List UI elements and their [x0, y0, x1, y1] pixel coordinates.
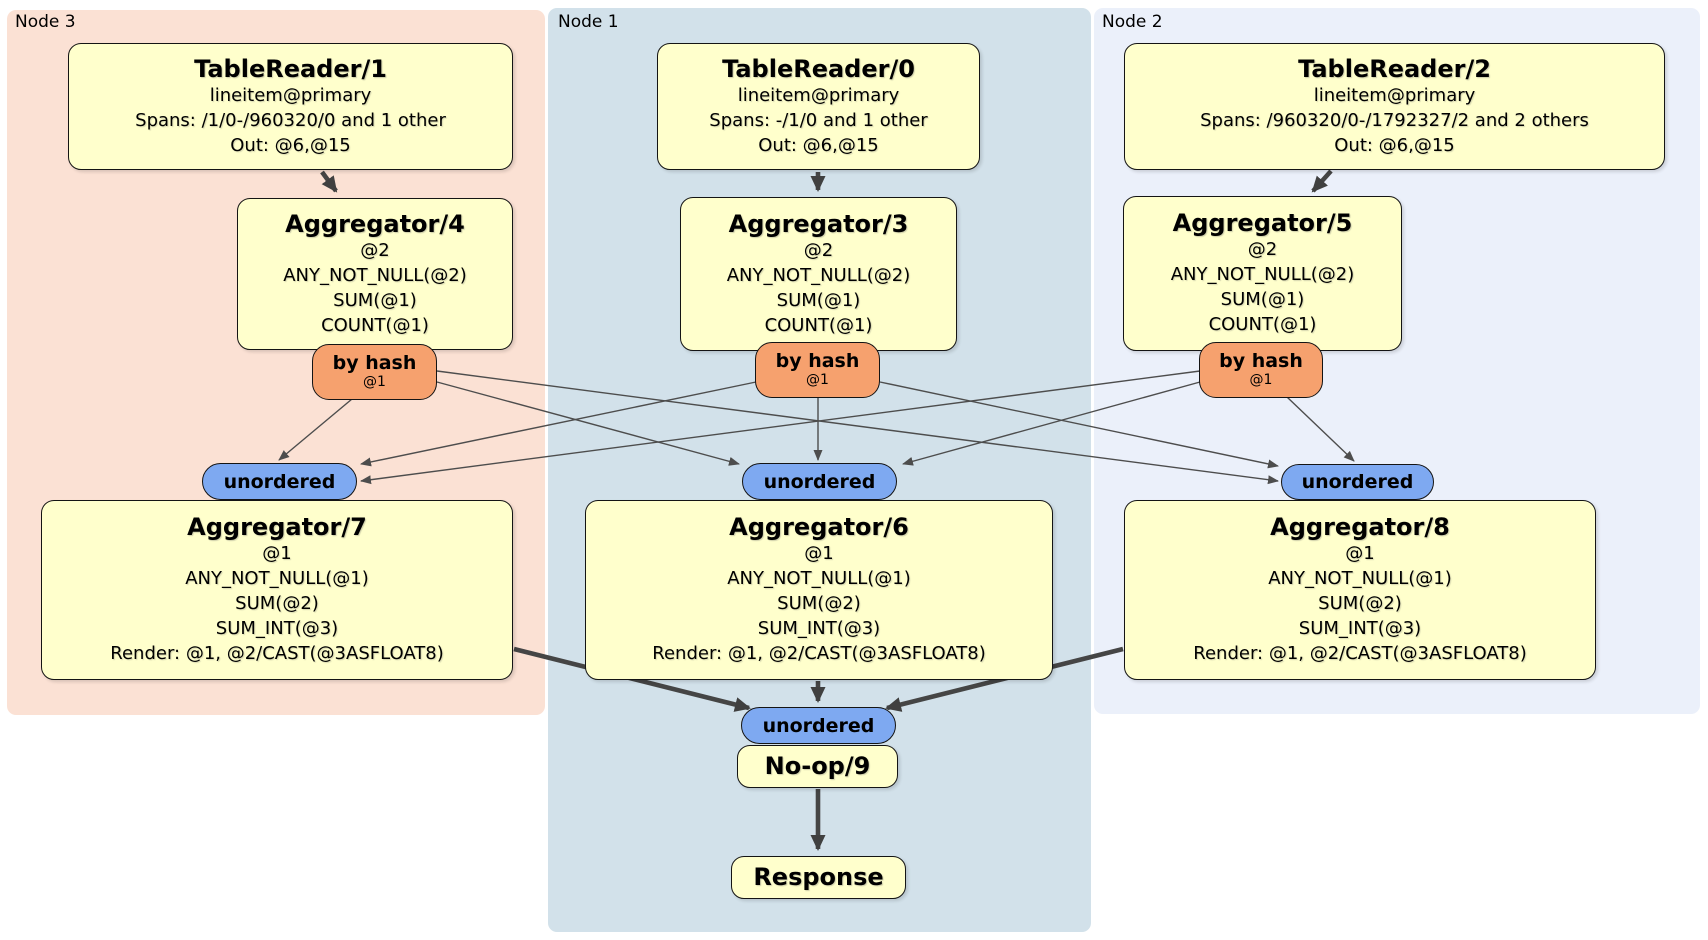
processor-agg-fn: ANY_NOT_NULL(@1) [185, 568, 369, 589]
sync-label: unordered [223, 470, 336, 493]
processor-out: Out: @6,@15 [1334, 134, 1455, 156]
router-columns: @1 [806, 372, 829, 388]
processor-agg-fn: SUM(@1) [333, 289, 417, 311]
processor-title: Aggregator/7 [187, 513, 367, 541]
processor-render: Render: @1, @2/CAST(@3ASFLOAT8) [652, 643, 986, 664]
processor-title: Aggregator/5 [1172, 209, 1353, 237]
processor-agg-fn: SUM_INT(@3) [1298, 618, 1422, 639]
processor-noop-9: No-op/9 [737, 745, 898, 788]
processor-agg-fn: SUM(@2) [235, 593, 319, 614]
sync-label: unordered [762, 714, 875, 737]
processor-groupcols: @1 [262, 543, 292, 564]
processor-out: Out: @6,@15 [230, 134, 351, 156]
processor-title: Response [753, 863, 884, 891]
processor-spans: Spans: /960320/0-/1792327/2 and 2 others [1200, 109, 1589, 131]
processor-aggregator-8: Aggregator/8 @1 ANY_NOT_NULL(@1) SUM(@2)… [1124, 500, 1596, 680]
processor-tablereader-1: TableReader/1 lineitem@primary Spans: /1… [68, 43, 513, 170]
processor-index: lineitem@primary [209, 84, 372, 106]
processor-title: TableReader/2 [1298, 54, 1491, 83]
router-by-hash-node3: by hash @1 [312, 344, 437, 400]
processor-tablereader-0: TableReader/0 lineitem@primary Spans: -/… [657, 43, 980, 170]
processor-render: Render: @1, @2/CAST(@3ASFLOAT8) [1193, 643, 1527, 664]
processor-groupcols: @2 [1247, 239, 1278, 260]
processor-agg-fn: SUM(@1) [1220, 289, 1305, 310]
processor-title: Aggregator/4 [285, 209, 465, 238]
processor-aggregator-5: Aggregator/5 @2 ANY_NOT_NULL(@2) SUM(@1)… [1123, 196, 1402, 351]
processor-response: Response [731, 856, 906, 899]
router-label: by hash [775, 350, 860, 372]
processor-agg-fn: SUM_INT(@3) [757, 618, 881, 639]
processor-aggregator-7: Aggregator/7 @1 ANY_NOT_NULL(@1) SUM(@2)… [41, 500, 513, 680]
processor-agg-fn: COUNT(@1) [1208, 314, 1317, 335]
processor-agg-fn: SUM(@2) [1318, 593, 1402, 614]
processor-groupcols: @1 [804, 543, 834, 564]
sync-unordered-final: unordered [741, 707, 896, 744]
processor-render: Render: @1, @2/CAST(@3ASFLOAT8) [110, 643, 444, 664]
processor-agg-fn: ANY_NOT_NULL(@2) [283, 264, 467, 286]
processor-title: TableReader/1 [194, 54, 387, 83]
processor-agg-fn: ANY_NOT_NULL(@1) [727, 568, 911, 589]
processor-groupcols: @1 [1345, 543, 1375, 564]
processor-groupcols: @2 [803, 239, 834, 261]
processor-title: Aggregator/3 [728, 209, 909, 238]
processor-title: No-op/9 [764, 752, 871, 780]
panel-node2-label: Node 2 [1102, 12, 1163, 32]
processor-index: lineitem@primary [1313, 84, 1476, 106]
sync-unordered-node1: unordered [742, 463, 897, 500]
processor-agg-fn: SUM(@1) [776, 289, 861, 311]
processor-title: Aggregator/6 [729, 513, 909, 541]
processor-agg-fn: ANY_NOT_NULL(@2) [1170, 264, 1355, 285]
processor-agg-fn: ANY_NOT_NULL(@2) [726, 264, 911, 286]
processor-out: Out: @6,@15 [758, 134, 879, 156]
processor-agg-fn: COUNT(@1) [321, 314, 429, 336]
sync-unordered-node3: unordered [202, 463, 357, 500]
processor-aggregator-3: Aggregator/3 @2 ANY_NOT_NULL(@2) SUM(@1)… [680, 197, 957, 351]
processor-spans: Spans: -/1/0 and 1 other [709, 109, 928, 131]
sync-label: unordered [763, 470, 876, 493]
processor-title: TableReader/0 [722, 54, 915, 83]
router-stream-edges [278, 370, 1355, 485]
sync-unordered-node2: unordered [1281, 464, 1434, 500]
processor-aggregator-4: Aggregator/4 @2 ANY_NOT_NULL(@2) SUM(@1)… [237, 198, 513, 350]
sync-label: unordered [1301, 471, 1414, 493]
router-label: by hash [1219, 350, 1303, 372]
processor-title: Aggregator/8 [1270, 513, 1450, 541]
panel-node1-label: Node 1 [558, 12, 619, 32]
processor-aggregator-6: Aggregator/6 @1 ANY_NOT_NULL(@1) SUM(@2)… [585, 500, 1053, 680]
processor-index: lineitem@primary [737, 84, 900, 106]
router-by-hash-node1: by hash @1 [755, 342, 880, 398]
processor-agg-fn: COUNT(@1) [764, 314, 873, 336]
processor-spans: Spans: /1/0-/960320/0 and 1 other [135, 109, 446, 131]
processor-agg-fn: ANY_NOT_NULL(@1) [1268, 568, 1452, 589]
processor-agg-fn: SUM_INT(@3) [215, 618, 339, 639]
router-label: by hash [332, 352, 417, 374]
router-columns: @1 [1249, 372, 1273, 388]
router-by-hash-node2: by hash @1 [1199, 342, 1323, 398]
processor-groupcols: @2 [360, 239, 390, 261]
panel-node3-label: Node 3 [15, 12, 76, 32]
processor-tablereader-2: TableReader/2 lineitem@primary Spans: /9… [1124, 43, 1665, 170]
processor-agg-fn: SUM(@2) [777, 593, 861, 614]
router-columns: @1 [363, 374, 386, 390]
